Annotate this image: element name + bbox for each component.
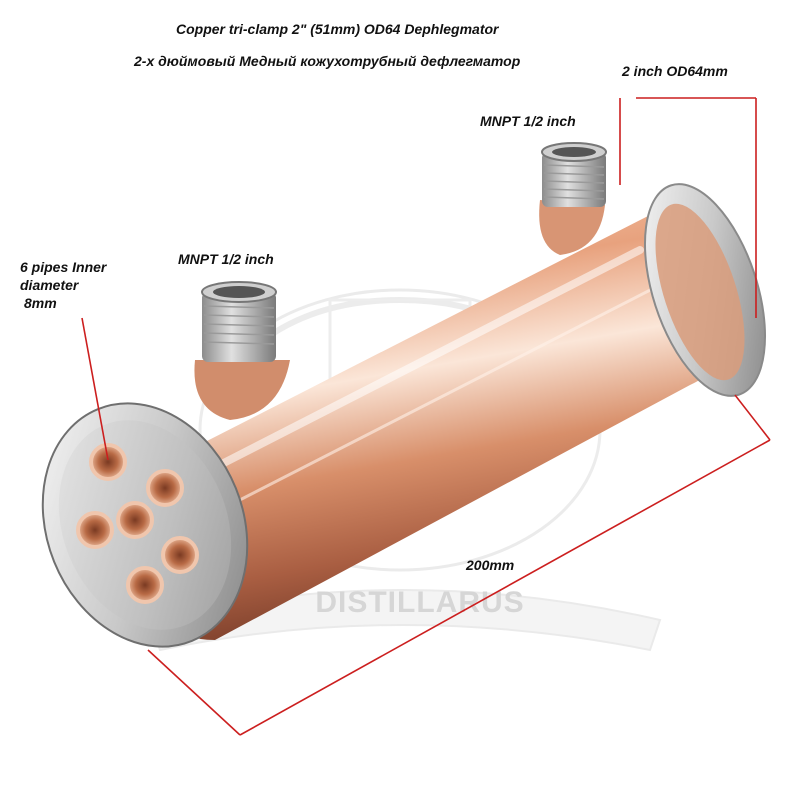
title-english: Copper tri-clamp 2" (51mm) OD64 Dephlegm… xyxy=(176,21,499,37)
outer-diameter-label: 2 inch OD64mm xyxy=(622,63,728,79)
pipes-callout-line xyxy=(81,317,109,461)
right-ferrule xyxy=(643,183,767,397)
callout-lines xyxy=(81,97,771,736)
left-nozzle xyxy=(194,281,290,420)
tube-holes xyxy=(76,443,199,604)
length-line xyxy=(239,439,771,736)
pipes-label-line2: diameter xyxy=(20,277,79,293)
top-nozzle xyxy=(539,142,607,255)
pipes-label-line1: 6 pipes Inner xyxy=(20,259,107,275)
watermark-text: DISTILLARUS xyxy=(315,586,524,619)
length-end-left xyxy=(147,649,241,736)
mnpt-top-label: MNPT 1/2 inch xyxy=(480,113,576,129)
copper-body xyxy=(140,213,745,640)
length-label: 200mm xyxy=(466,557,515,573)
length-end-right xyxy=(734,394,771,441)
title-russian: 2-х дюймовый Медный кожухотрубный дефлег… xyxy=(134,53,521,69)
pipes-label: 6 pipes Inner diameter 8mm xyxy=(20,258,160,312)
mnpt-left-label: MNPT 1/2 inch xyxy=(178,251,274,267)
pipes-label-line3: 8mm xyxy=(24,295,57,311)
